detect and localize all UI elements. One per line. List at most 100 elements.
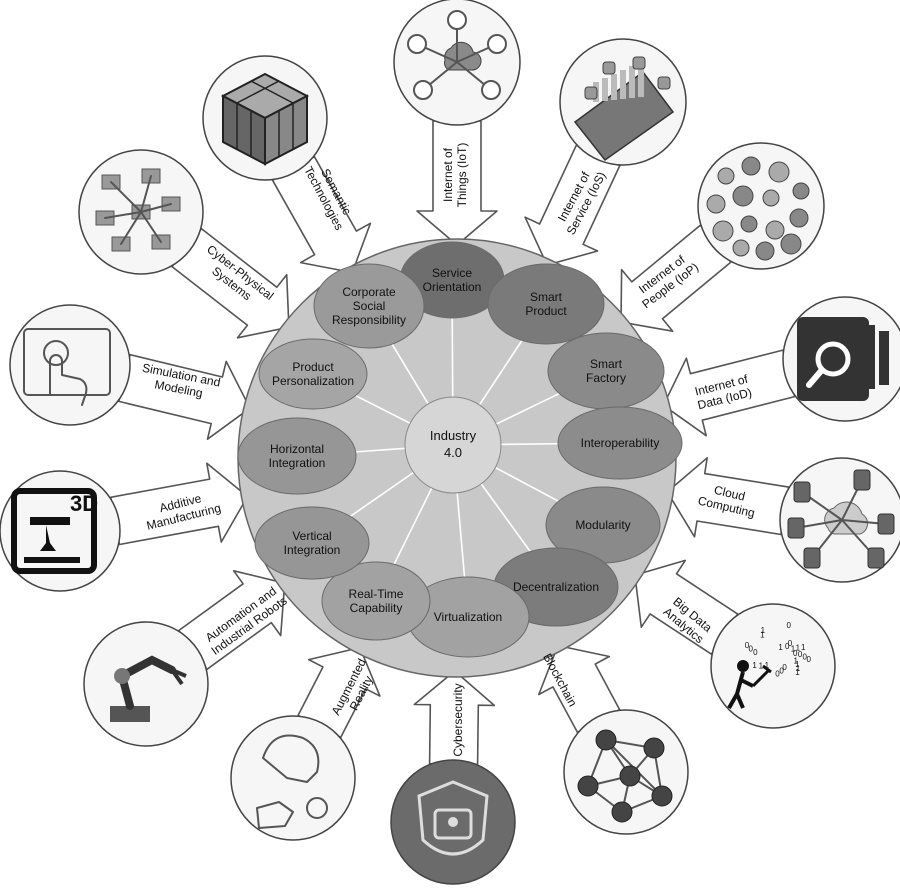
arrow-10	[109, 462, 249, 546]
principle-ellipse	[258, 338, 368, 410]
principles-layer: ServiceOrientationSmartProductSmartFacto…	[237, 241, 683, 658]
svg-text:0: 0	[775, 669, 780, 678]
principle-label: Product	[525, 304, 567, 318]
principle-ellipse	[321, 561, 431, 641]
center-label-line1: Industry	[430, 428, 477, 443]
ar-hand-icon	[256, 734, 328, 829]
industrial-robot-icon	[110, 655, 187, 722]
svg-text:0: 0	[786, 621, 791, 630]
tablet-apps-icon	[573, 56, 675, 162]
svg-text:1: 1	[795, 660, 800, 669]
arrow-6	[537, 644, 621, 734]
technology-label: Things (IoT)	[455, 143, 469, 208]
principle-ellipse	[557, 406, 683, 480]
svg-text:0: 0	[785, 642, 790, 651]
technology-circle	[9, 304, 131, 426]
svg-text:0: 0	[782, 663, 787, 672]
arrow-5	[634, 559, 739, 656]
3d-printer-icon: 3D	[11, 488, 98, 574]
arrows-layer	[109, 120, 796, 766]
principle-label: Real-Time	[349, 587, 404, 601]
principle-label: Smart	[530, 290, 563, 304]
svg-text:0: 0	[779, 666, 784, 675]
principle-label: Capability	[350, 601, 403, 615]
svg-text:0: 0	[745, 641, 750, 650]
technology-label: Internet of	[441, 147, 455, 202]
technology-label: Cloud	[713, 483, 747, 504]
principle-label: Service	[432, 266, 472, 280]
cloud-devices-icon	[787, 469, 895, 569]
svg-text:1: 1	[760, 630, 765, 639]
principle-label: Horizontal	[270, 442, 324, 456]
principle-3: Interoperability	[557, 406, 683, 480]
principle-label: Integration	[284, 543, 341, 557]
principle-label: Smart	[590, 357, 623, 371]
svg-text:1: 1	[795, 668, 800, 677]
svg-text:0: 0	[798, 650, 803, 659]
technology-7: Cybersecurity	[390, 683, 516, 885]
principle-label: Factory	[586, 371, 626, 385]
arrow-0	[416, 120, 498, 246]
principle-ellipse	[237, 417, 357, 495]
svg-text:1: 1	[791, 645, 796, 654]
principle-label: Virtualization	[434, 610, 502, 624]
svg-text:0: 0	[753, 648, 758, 657]
social-icons-cluster-icon	[706, 156, 810, 261]
arrow-1	[524, 144, 621, 266]
arrow-7	[413, 670, 496, 766]
principle-label: Responsibility	[332, 313, 406, 327]
svg-text:1: 1	[796, 643, 801, 652]
iot-network-icon	[407, 10, 507, 100]
svg-text:1: 1	[793, 657, 798, 666]
simulation-touch-icon	[23, 328, 111, 406]
svg-text:1: 1	[796, 664, 801, 673]
arrow-2	[620, 224, 732, 333]
principle-ellipse	[254, 506, 370, 580]
principle-6: Virtualization	[406, 576, 530, 658]
svg-text:1: 1	[761, 626, 766, 635]
principle-ellipse	[487, 263, 605, 345]
arrow-3	[662, 349, 796, 437]
principle-label: Integration	[269, 456, 326, 470]
svg-text:1: 1	[759, 661, 764, 670]
technology-label: Cybersecurity	[451, 683, 465, 756]
center-circle	[404, 396, 502, 494]
principle-ellipse	[313, 263, 425, 349]
center-hub: Industry 4.0	[404, 396, 502, 494]
technology-circle	[710, 603, 836, 729]
arrow-13	[271, 155, 372, 274]
arrow-11	[118, 353, 251, 441]
principle-label: Modularity	[575, 518, 630, 532]
svg-text:1: 1	[778, 643, 783, 652]
data-search-icon	[797, 317, 889, 401]
svg-text:0: 0	[793, 649, 798, 658]
principle-label: Interoperability	[581, 436, 660, 450]
security-shield-icon	[417, 780, 489, 856]
principle-label: Personalization	[272, 374, 354, 388]
cyber-physical-icon	[95, 168, 181, 252]
principle-label: Social	[353, 299, 386, 313]
principle-label: Vertical	[292, 529, 331, 543]
svg-text:0: 0	[788, 639, 793, 648]
